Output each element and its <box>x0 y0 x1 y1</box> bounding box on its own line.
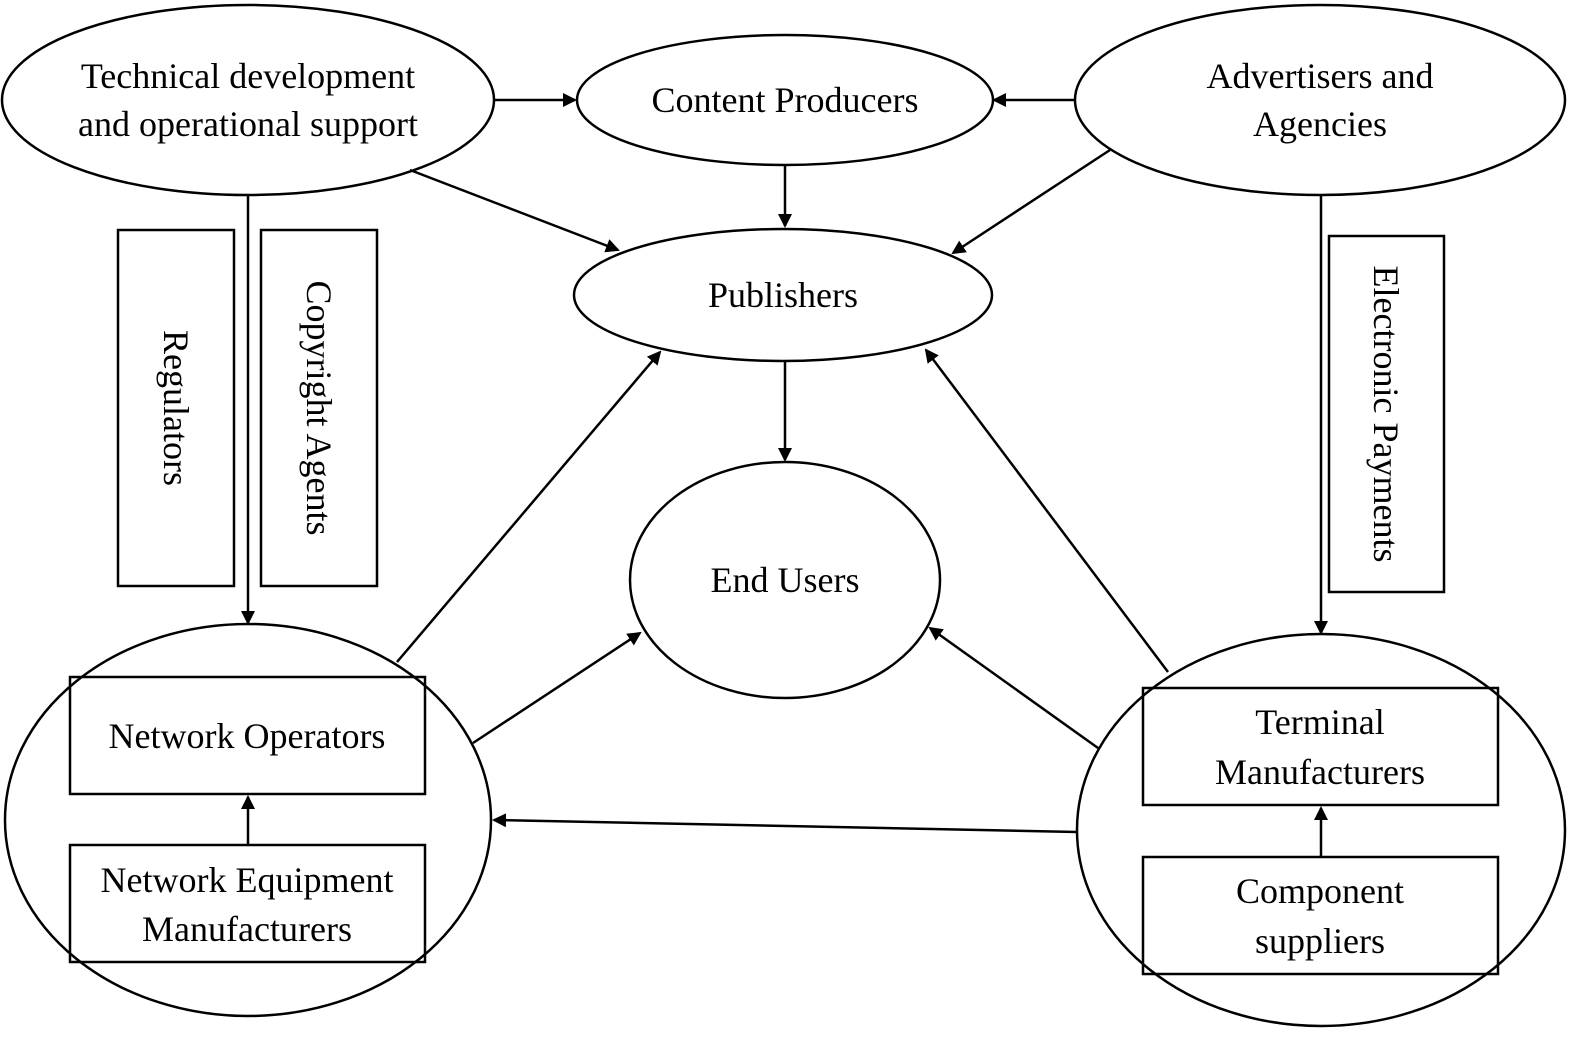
copyright-agents-box <box>259 228 379 588</box>
network-operators-label: Network Operators <box>109 716 386 756</box>
component-suppliers-label-2: suppliers <box>1255 921 1385 961</box>
tech-support-node <box>0 3 496 197</box>
electronic-payments-label: Electronic Payments <box>1366 266 1406 563</box>
end-users-label: End Users <box>711 560 860 600</box>
edge-network-group-to-end-users <box>472 631 642 745</box>
tech-support-label-1: Technical development <box>81 56 415 96</box>
terminal-manufacturers-box <box>1141 686 1500 807</box>
tech-support-label-2: and operational support <box>78 104 418 144</box>
advertisers-label-1: Advertisers and <box>1207 56 1434 96</box>
regulators-box <box>116 228 236 588</box>
edge-advertisers-to-publishers <box>951 148 1111 255</box>
regulators-label: Regulators <box>156 330 196 486</box>
end-users-node <box>628 460 942 700</box>
terminal-manufacturers-label-2: Manufacturers <box>1215 752 1425 792</box>
content-producers-label: Content Producers <box>652 80 919 120</box>
advertisers-node <box>1073 3 1567 197</box>
edge-terminal-group-to-network-group <box>492 813 1078 834</box>
edge-tech-to-publishers <box>409 168 620 253</box>
publishers-node <box>572 227 994 363</box>
advertisers-label-2: Agencies <box>1253 104 1387 144</box>
network-operators-box <box>68 675 427 796</box>
network-equipment-label-2: Manufacturers <box>142 909 352 949</box>
component-suppliers-label-1: Component <box>1236 871 1404 911</box>
edge-network-group-to-publishers <box>396 350 662 663</box>
edge-terminal-group-to-end-users <box>928 626 1099 750</box>
copyright-agents-label: Copyright Agents <box>299 280 339 535</box>
network-equipment-label-1: Network Equipment <box>101 860 394 900</box>
electronic-payments-box <box>1327 234 1446 594</box>
terminal-manufacturers-label-1: Terminal <box>1255 702 1384 742</box>
edge-terminal-group-to-publishers <box>924 348 1169 673</box>
publishers-label: Publishers <box>708 275 858 315</box>
